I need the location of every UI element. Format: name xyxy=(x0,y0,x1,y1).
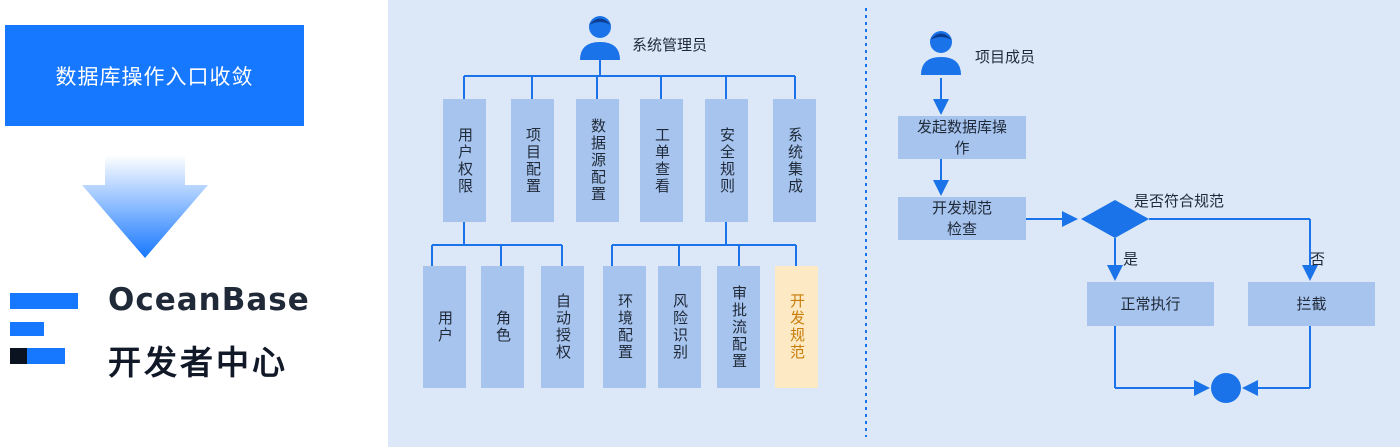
l2-user: 用户 xyxy=(423,266,466,388)
l2-env-config: 环境配置 xyxy=(603,266,646,388)
step-initiate-db-op: 发起数据库操作 xyxy=(898,116,1026,159)
yes-label: 是 xyxy=(1123,250,1139,268)
l1-project-config: 项目配置 xyxy=(511,99,554,222)
l1-ticket-view: 工单查看 xyxy=(640,99,683,222)
brand-cn: 开发者中心 xyxy=(108,343,288,382)
l2-risk-identify: 风险识别 xyxy=(658,266,701,388)
decision-diamond xyxy=(1081,200,1149,238)
end-node xyxy=(1211,373,1241,403)
brand-en: OceanBase xyxy=(108,282,310,318)
user-icon xyxy=(580,16,620,60)
l1-system-integration: 系统集成 xyxy=(773,99,816,222)
decision-label: 是否符合规范 xyxy=(1134,192,1225,210)
no-label: 否 xyxy=(1310,250,1326,268)
admin-title: 系统管理员 xyxy=(632,36,708,54)
banner: 数据库操作入口收敛 xyxy=(5,25,304,126)
l2-approval-config: 审批流配置 xyxy=(717,266,760,388)
logo-bars-icon xyxy=(10,293,78,364)
l1-user-permission: 用户权限 xyxy=(443,99,486,222)
l1-datasource-config: 数据源配置 xyxy=(576,99,619,222)
l1-security-rules: 安全规则 xyxy=(705,99,748,222)
down-arrow-icon xyxy=(82,155,208,258)
user-icon xyxy=(921,31,961,75)
l2-dev-spec: 开发规范 xyxy=(775,266,818,388)
result-block: 拦截 xyxy=(1248,282,1375,326)
member-title: 项目成员 xyxy=(975,48,1036,66)
l2-auto-grant: 自动授权 xyxy=(541,266,584,388)
banner-text: 数据库操作入口收敛 xyxy=(55,64,254,89)
step-dev-spec-check: 开发规范检查 xyxy=(898,197,1026,240)
result-normal-exec: 正常执行 xyxy=(1087,282,1214,326)
l2-role: 角色 xyxy=(481,266,524,388)
